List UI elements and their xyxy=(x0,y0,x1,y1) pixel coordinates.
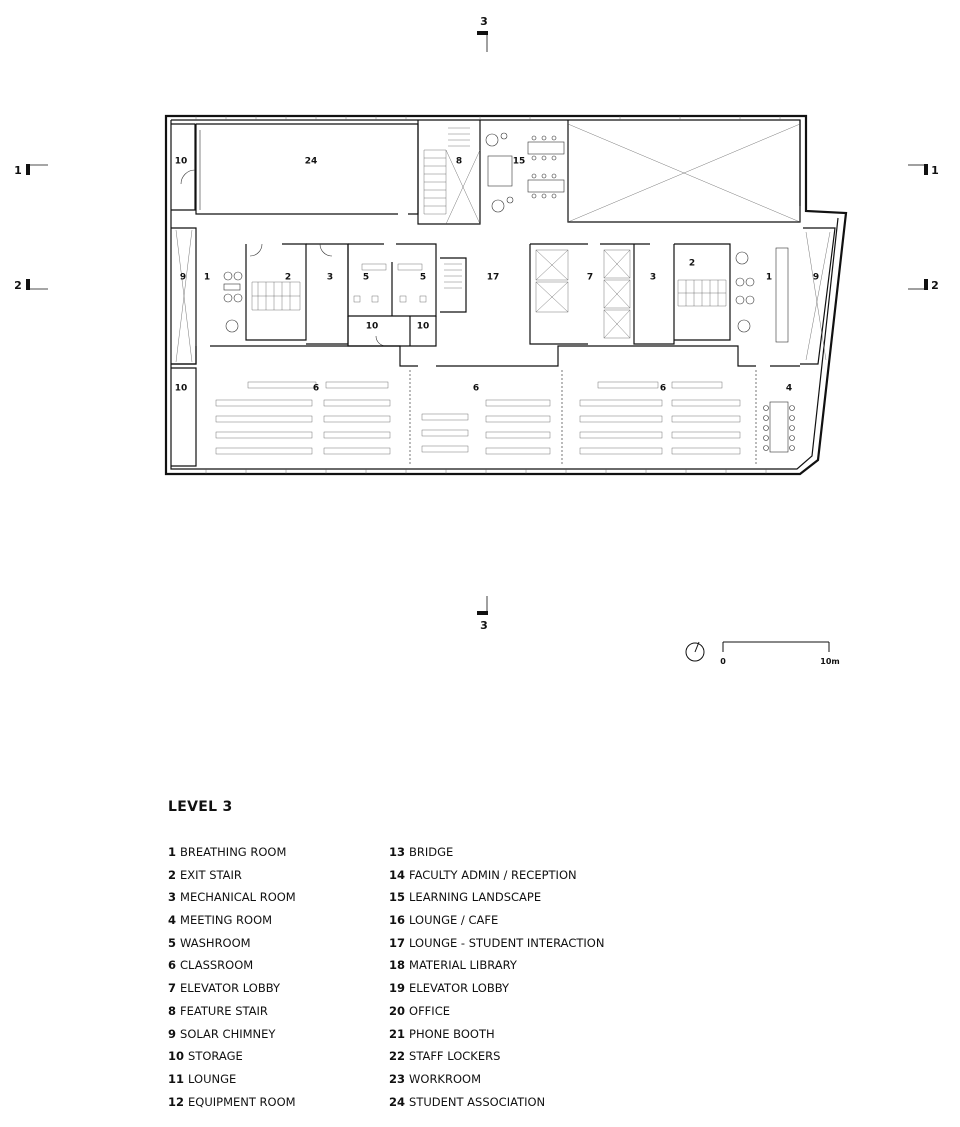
stair-small-core xyxy=(440,257,467,313)
room-mechanical-east xyxy=(633,244,675,345)
room-tag-storage: 10 xyxy=(366,322,379,332)
scale-bar: 0 10m xyxy=(720,641,840,666)
section-marker-top: 3 xyxy=(477,15,488,52)
room-tags: 24 10 8 15 9 1 2 3 5 5 10 10 17 7 3 2 1 … xyxy=(175,157,819,394)
section-marker-right-2: 2 xyxy=(908,279,939,292)
room-tag-classroom: 6 xyxy=(313,384,319,394)
north-arrow-icon xyxy=(685,641,705,662)
room-tag-solar-chimney: 9 xyxy=(180,273,186,283)
room-meeting xyxy=(763,401,795,453)
room-tag-student-association: 24 xyxy=(305,157,318,167)
building-envelope xyxy=(164,114,848,476)
room-tag-meeting-room: 4 xyxy=(786,384,792,394)
room-tag-washroom: 5 xyxy=(363,273,369,283)
solar-chimney-west xyxy=(171,227,197,365)
room-storage-sw xyxy=(171,367,197,467)
classroom-desks xyxy=(215,381,741,455)
room-storage-nw xyxy=(171,123,196,211)
corridor-wall xyxy=(171,345,800,367)
room-feature-stair xyxy=(417,120,481,225)
curtain-wall-bottom xyxy=(205,469,767,474)
room-tag-feature-stair: 8 xyxy=(456,157,462,167)
room-tag-exit-stair: 2 xyxy=(689,259,695,269)
legend-title: LEVEL 3 xyxy=(168,799,233,815)
room-tag-storage: 10 xyxy=(417,322,430,332)
section-marker-left-1: 1 xyxy=(14,164,48,177)
room-tag-storage: 10 xyxy=(175,384,188,394)
scale-bar-start-label: 0 xyxy=(720,657,726,666)
curtain-wall-top xyxy=(195,116,781,120)
room-tag-mechanical-room: 3 xyxy=(327,273,333,283)
section-marker-label: 3 xyxy=(480,619,488,632)
section-marker-label: 1 xyxy=(931,164,939,177)
room-exit-stair-east xyxy=(674,243,731,341)
room-exit-stair-west xyxy=(245,243,307,341)
learning-landscape-furniture xyxy=(485,132,565,213)
room-tag-breathing-room: 1 xyxy=(204,273,210,283)
section-marker-label: 2 xyxy=(931,279,939,292)
room-tag-washroom: 5 xyxy=(420,273,426,283)
room-student-association xyxy=(195,123,419,215)
room-tag-mechanical-room: 3 xyxy=(650,273,656,283)
room-breathing-east xyxy=(735,247,789,343)
room-tag-breathing-room: 1 xyxy=(766,273,772,283)
room-mechanical-west xyxy=(306,243,349,345)
solar-chimney-east xyxy=(800,227,836,365)
section-marker-label: 2 xyxy=(14,279,22,292)
room-tag-classroom: 6 xyxy=(660,384,666,394)
room-tag-exit-stair: 2 xyxy=(285,273,291,283)
floor-plan: 3 3 1 2 1 2 xyxy=(14,15,939,666)
room-tag-classroom: 6 xyxy=(473,384,479,394)
section-marker-label: 3 xyxy=(480,15,488,28)
room-tag-lounge-student-interaction: 17 xyxy=(487,273,500,283)
room-learning-landscape xyxy=(485,132,565,213)
room-breathing-west xyxy=(223,271,243,333)
room-tag-elevator-lobby: 7 xyxy=(587,273,593,283)
room-elevator-lobby xyxy=(529,243,650,345)
room-tag-learning-landscape: 15 xyxy=(513,157,526,167)
section-marker-right-1: 1 xyxy=(908,164,939,177)
classroom-dividers xyxy=(409,370,757,466)
open-to-below-void xyxy=(567,120,801,223)
section-marker-label: 1 xyxy=(14,164,22,177)
room-tag-storage: 10 xyxy=(175,157,188,167)
section-marker-bottom: 3 xyxy=(477,596,488,632)
section-marker-left-2: 2 xyxy=(14,279,48,292)
room-tag-solar-chimney: 9 xyxy=(813,273,819,283)
scale-bar-end-label: 10m xyxy=(820,657,839,666)
